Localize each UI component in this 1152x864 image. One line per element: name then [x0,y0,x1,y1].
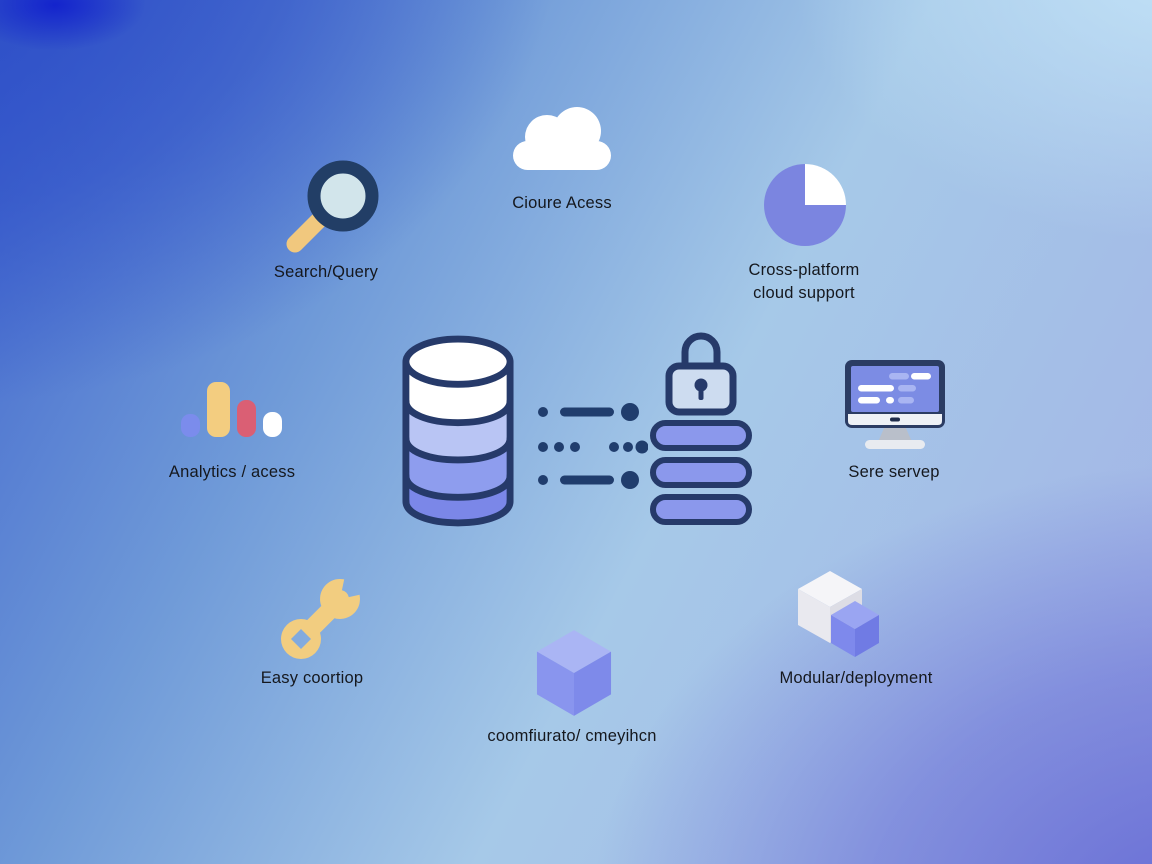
cube-icon [536,630,612,716]
cross-platform-label: Cross-platform cloud support [749,259,860,305]
bar-chart-icon [181,381,282,437]
modular-deployment-label: Modular/deployment [779,669,933,687]
stack-pill [650,457,752,488]
cloud-access-label: Cioure Acess [512,194,612,212]
cross-platform-line2: cloud support [753,284,855,302]
two-cubes-icon [798,571,879,657]
search-query-label: Search/Query [273,263,379,281]
monitor-icon [845,360,945,449]
pie-chart-icon [764,164,846,246]
bar-red [237,400,256,437]
data-flow-dots-icon [538,403,648,489]
analytics-label: Analytics / acess [168,463,296,481]
cross-platform-line1: Cross-platform [748,261,860,279]
padlock-icon [665,332,737,416]
cloud-icon [513,107,611,170]
database-cylinder-icon [402,335,514,527]
configuration-label: coomfiurato/ cmeyihcn [487,727,657,745]
bar-blue [181,414,200,437]
bar-white [263,412,282,437]
wrench-icon [281,578,361,659]
secure-stack-icon [650,420,752,525]
stack-pill [650,420,752,451]
easy-config-label: Easy coortiop [260,669,364,687]
bar-yellow [207,382,230,437]
magnifier-icon [286,160,379,253]
stack-pill [650,494,752,525]
server-label: Sere servep [848,463,940,481]
